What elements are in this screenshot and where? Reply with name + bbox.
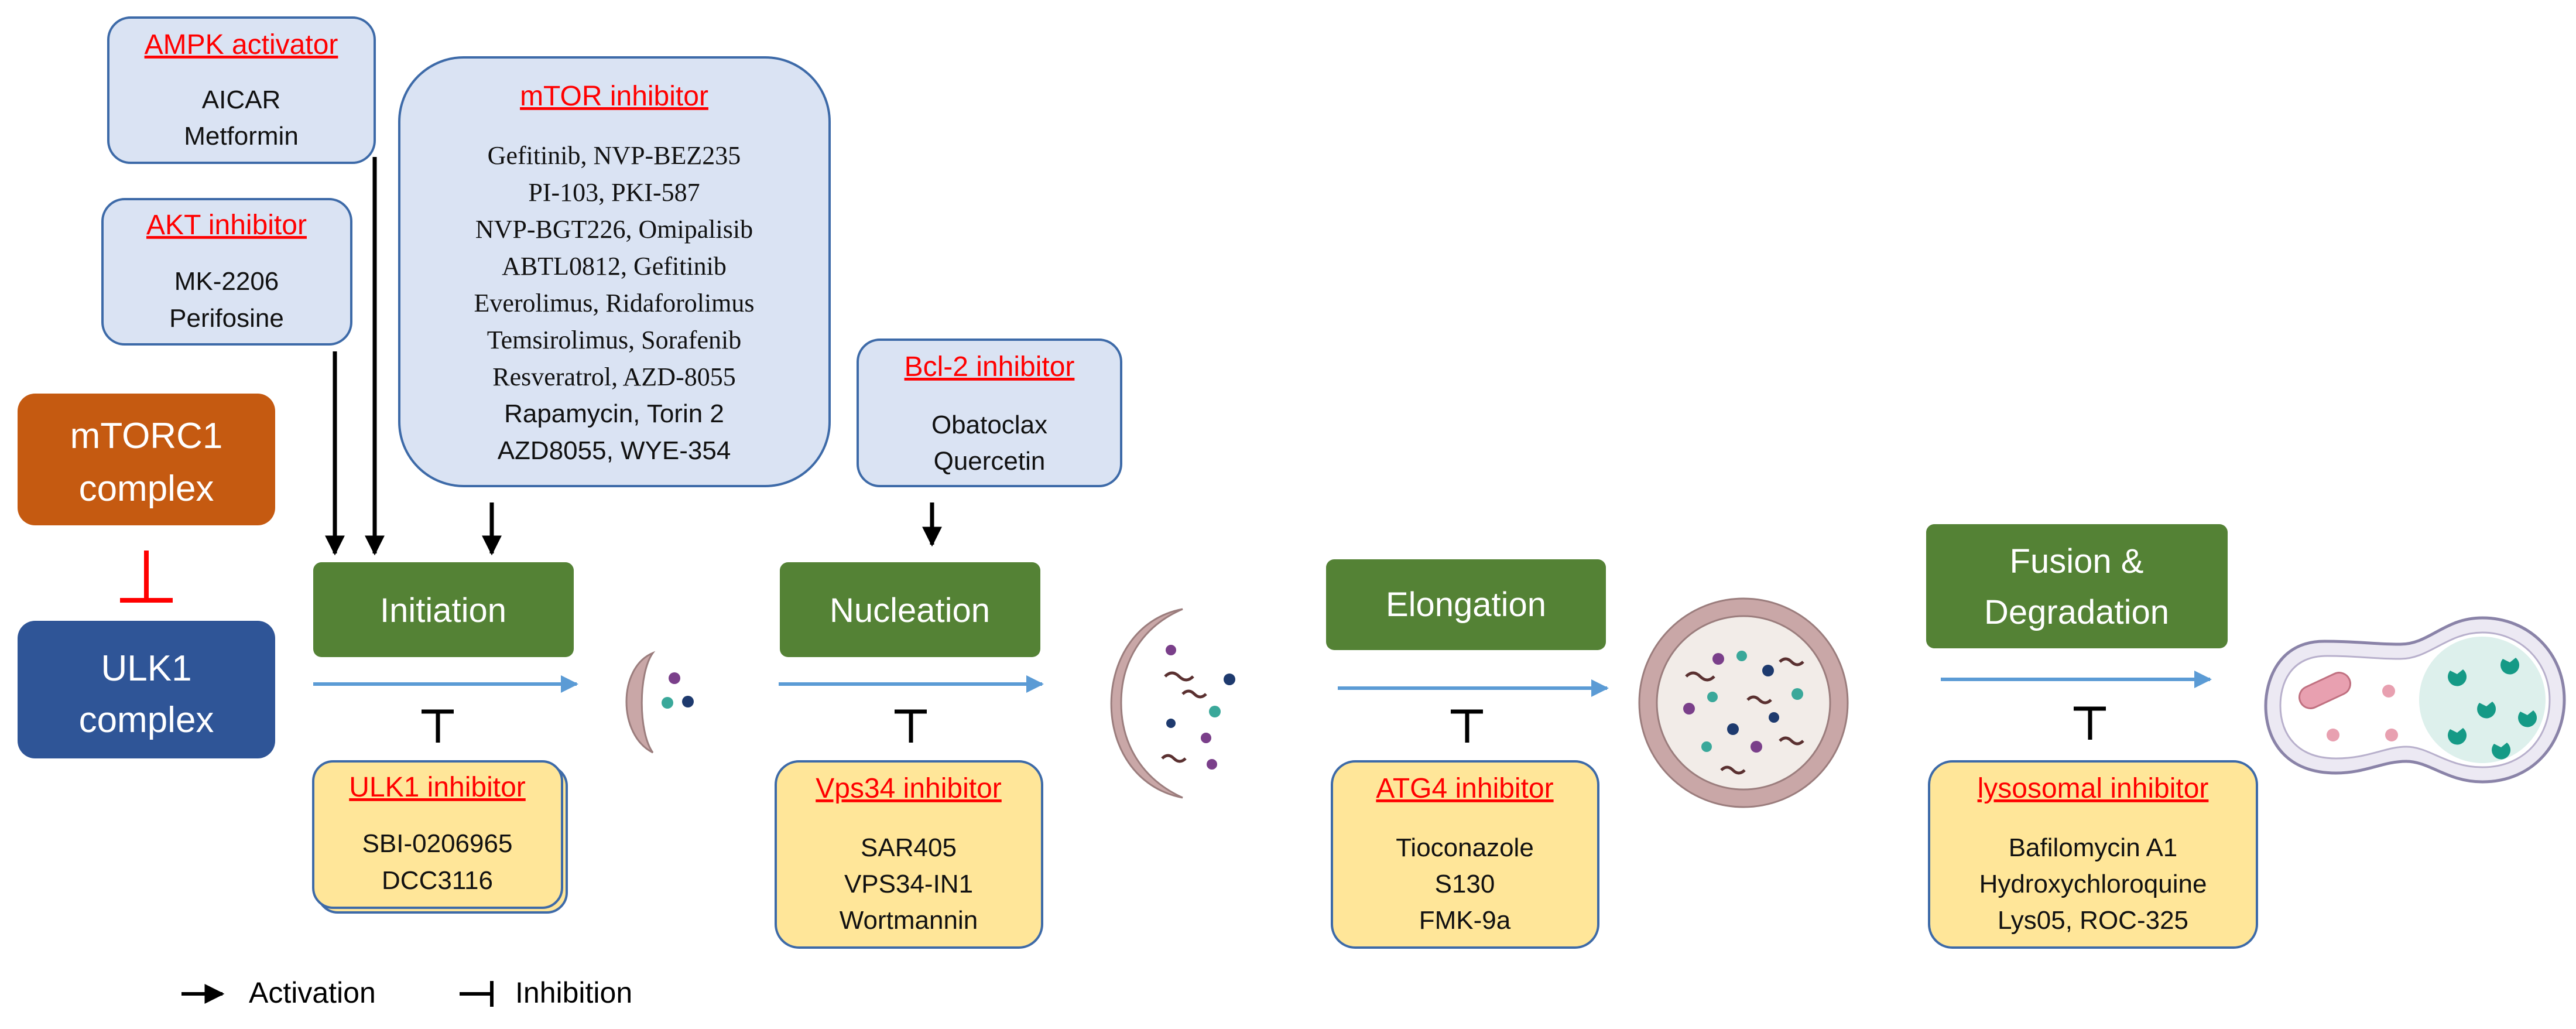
mtor-title: mTOR inhibitor [520, 81, 708, 112]
atg4-item-3: FMK-9a [1419, 906, 1511, 935]
autolysosome-icon [2264, 616, 2566, 784]
lysosomal-item-2: Hydroxychloroquine [1979, 870, 2207, 898]
ulk1-inhibitor-item-1: SBI-0206965 [362, 829, 513, 858]
bcl2-item-2: Quercetin [934, 447, 1046, 476]
mtor-item-2: PI-103, PKI-587 [528, 178, 700, 207]
mtor-item-6: Temsirolimus, Sorafenib [487, 326, 741, 354]
mtor-item-9: AZD8055, WYE-354 [498, 436, 731, 465]
bcl2-item-1: Obatoclax [931, 411, 1047, 439]
fusion-label-line1: Fusion & [2010, 542, 2144, 580]
atg4-inhibitor-box: ATG4 inhibitor Tioconazole S130 FMK-9a [1331, 760, 1599, 949]
ulk1-inhibitor-title: ULK1 inhibitor [349, 772, 526, 803]
mtorc1-line2: complex [79, 469, 214, 509]
stage-nucleation: Nucleation [780, 562, 1040, 657]
mtor-item-7: Resveratrol, AZD-8055 [492, 363, 735, 391]
autophagosome-icon [1638, 597, 1849, 808]
ulk1-complex: ULK1 complex [18, 621, 275, 758]
ulk1-inhibitor-item-2: DCC3116 [382, 866, 493, 895]
stage-fusion-degradation: Fusion & Degradation [1926, 524, 2228, 648]
ampk-title: AMPK activator [145, 29, 338, 60]
initiation-label: Initiation [380, 592, 506, 630]
mtor-item-1: Gefitinib, NVP-BEZ235 [488, 141, 741, 170]
legend-inhibition-symbol [460, 981, 494, 1007]
mtor-item-8: Rapamycin, Torin 2 [504, 399, 724, 428]
fusion-inhibition-symbol [2074, 706, 2106, 740]
lysosomal-item-3: Lys05, ROC-325 [1998, 906, 2188, 935]
bcl2-inhibitor-box: Bcl-2 inhibitor Obatoclax Quercetin [857, 339, 1122, 487]
ulk1-line1: ULK1 [101, 648, 191, 689]
fusion-label-line2: Degradation [1984, 593, 2169, 631]
flow-arrows [313, 671, 2212, 697]
ampk-item-1: AICAR [202, 86, 280, 114]
bcl2-title: Bcl-2 inhibitor [905, 351, 1075, 382]
ampk-activator-box: AMPK activator AICAR Metformin [107, 16, 376, 164]
vps34-item-3: Wortmannin [840, 906, 978, 935]
mtor-inhibitor-box: mTOR inhibitor Gefitinib, NVP-BEZ235 PI-… [398, 56, 831, 487]
akt-inhibitor-box: AKT inhibitor MK-2206 Perifosine [101, 198, 352, 346]
akt-item-1: MK-2206 [174, 267, 279, 296]
initiation-inhibition-symbol [422, 709, 454, 743]
vps34-item-1: SAR405 [861, 833, 957, 862]
inhibition-symbols [422, 706, 2106, 743]
elongation-label: Elongation [1386, 586, 1546, 624]
lysosomal-title: lysosomal inhibitor [1978, 773, 2209, 804]
phagophore-icon [625, 651, 694, 754]
atg4-item-2: S130 [1435, 870, 1495, 898]
activation-arrows [325, 157, 942, 556]
stage-initiation: Initiation [313, 562, 574, 657]
legend-activation-label: Activation [249, 976, 376, 1009]
lysosomal-inhibitor-box: lysosomal inhibitor Bafilomycin A1 Hydro… [1928, 760, 2258, 949]
ulk1-line2: complex [79, 700, 214, 740]
ulk1-inhibitor-box: ULK1 inhibitor SBI-0206965 DCC3116 [312, 760, 568, 914]
mtorc1-line1: mTORC1 [70, 416, 223, 456]
legend-inhibition-label: Inhibition [515, 976, 632, 1009]
akt-title: AKT inhibitor [146, 210, 307, 241]
vps34-item-2: VPS34-IN1 [844, 870, 973, 898]
mtorc1-inhibits-ulk1-symbol [120, 551, 173, 603]
vps34-inhibitor-box: Vps34 inhibitor SAR405 VPS34-IN1 Wortman… [775, 760, 1043, 949]
nucleation-label: Nucleation [830, 592, 990, 630]
mtor-item-3: NVP-BGT226, Omipalisib [475, 215, 753, 244]
ampk-item-2: Metformin [184, 122, 299, 151]
lysosomal-item-1: Bafilomycin A1 [2009, 833, 2178, 862]
expanding-phagophore-icon [1110, 608, 1235, 799]
elongation-inhibition-symbol [1451, 709, 1483, 743]
nucleation-inhibition-symbol [895, 709, 927, 743]
atg4-item-1: Tioconazole [1396, 833, 1534, 862]
legend: Activation Inhibition [181, 976, 632, 1009]
atg4-title: ATG4 inhibitor [1376, 773, 1553, 804]
mtor-item-4: ABTL0812, Gefitinib [502, 252, 727, 281]
vps34-title: Vps34 inhibitor [816, 773, 1002, 804]
stage-elongation: Elongation [1326, 559, 1606, 650]
mtor-item-5: Everolimus, Ridaforolimus [474, 289, 754, 317]
akt-item-2: Perifosine [169, 304, 284, 333]
mtorc1-complex: mTORC1 complex [18, 394, 275, 525]
